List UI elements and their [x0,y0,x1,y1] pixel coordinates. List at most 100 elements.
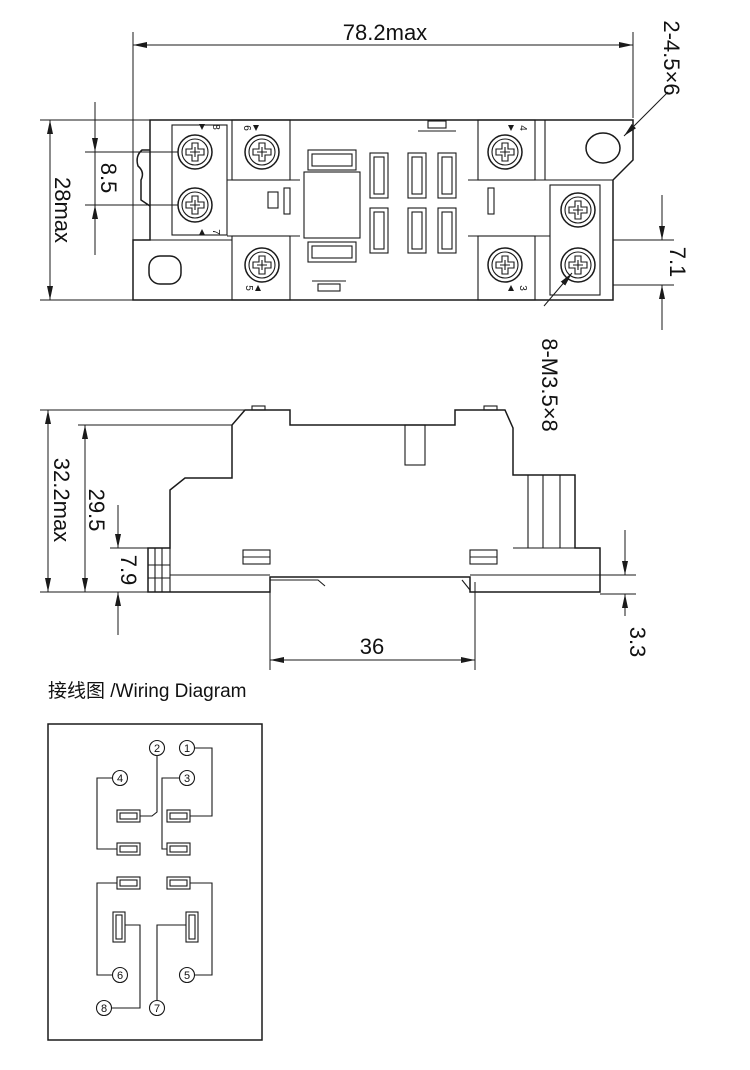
terminal-arrow-mark [199,229,205,235]
dimension-rail-offset: 3.3 [625,627,650,658]
extension-line [613,239,674,286]
housing-slot [267,191,279,209]
socket-outline-top-view [132,119,634,301]
coil-terminal-inner [188,914,196,940]
wire-pin-4 [96,777,117,850]
dimension-left-terminal-pitch: 8.5 [96,163,121,194]
pin-socket-slot-inner [373,156,385,195]
screw-terminal [487,247,523,283]
pin-socket-slot-inner [373,211,385,250]
wire-pin-6 [96,882,117,976]
pin-label-7: 7 [154,1003,160,1015]
contact-inner [169,879,188,887]
pin-socket-slot [437,207,457,254]
pin-socket-slot-inner [411,156,423,195]
terminal-block-8-7 [171,124,228,236]
pin-socket-slot [307,149,357,171]
side-clip-top-view [136,149,151,207]
pin-socket-slot [437,152,457,199]
pin-label-3: 3 [184,773,190,785]
contact-inner [169,812,188,820]
pin-socket-slot-inner [441,156,453,195]
screw-terminal [487,134,523,170]
dimension-overall-height: 32.2max [49,458,74,542]
leader-line-mounting-holes [623,91,669,137]
end-stop-ribs [148,548,170,592]
pin-socket-slot-inner [411,211,423,250]
extension-line [269,582,476,670]
extension-line [85,151,178,206]
wiring-diagram: 接线图 /Wiring Diagram 1 2 3 [47,680,263,1041]
pin-circle-4 [111,769,129,787]
pin-socket-slot [407,152,427,199]
screw-terminal [244,134,280,170]
terminal-arrow-mark [199,124,205,130]
screw-terminal [177,187,213,223]
pin-label-8: 8 [101,1003,107,1015]
screw-terminal [244,247,280,283]
wiring-diagram-title: 接线图 /Wiring Diagram [48,680,246,702]
pin-circle-7 [148,999,166,1017]
base-edge [169,548,600,592]
terminal-label-4: 4 [517,125,528,131]
key-socket [303,171,361,239]
dimension-mounting-holes: 2-4.5×6 [659,20,684,95]
pin-circle-6 [111,966,129,984]
pin-circle-1 [178,739,196,757]
pin-circle-2 [148,739,166,757]
dimension-base-height: 7.9 [116,555,141,586]
terminal-block-6 [231,119,291,181]
terminal-block-right [549,184,601,296]
contact-inner [119,879,138,887]
pin-circle-8 [95,999,113,1017]
retainer-slot [427,120,447,129]
terminal-arrow-mark [508,285,514,291]
terminal-label-7: 7 [210,229,221,235]
mounting-hole-right [585,132,621,164]
terminal-label-6: 6 [241,125,252,131]
pin-socket-slot-inner [311,153,353,167]
housing-slot [283,187,291,215]
wire-pin-5 [190,882,213,976]
pin-label-6: 6 [117,970,123,982]
terminal-cover-ribs [513,475,575,549]
top-view: 8 7 6 5 4 3 78.2max 28max 8.5 7.1 2-4.5×… [40,20,690,432]
housing-slot [487,187,495,215]
wire-pin-8 [112,924,141,1009]
terminal-label-3: 3 [517,285,528,291]
terminal-label-8: 8 [210,124,221,130]
terminal-label-5: 5 [243,285,254,291]
wire-pin-1 [190,747,213,817]
dimension-overall-width: 28max [50,177,75,243]
screw-terminal [560,247,596,283]
dimension-rail-width: 36 [360,634,384,659]
pin-circle-3 [178,769,196,787]
pin-socket-slot-inner [441,211,453,250]
pin-label-4: 4 [117,773,123,785]
screw-terminal [560,192,596,228]
housing-rib [227,179,550,237]
wire-pin-7 [156,924,186,1000]
socket-outline-side-view [147,409,601,593]
pin-label-1: 1 [184,743,190,755]
dimension-body-height: 29.5 [84,489,109,532]
contact-inner [119,812,138,820]
pin-socket-slot [407,207,427,254]
pin-socket-slot [369,207,389,254]
pin-label-2: 2 [154,743,160,755]
wiring-diagram-frame [47,723,263,1041]
contact-inner [119,845,138,853]
din-rail-hook [461,579,471,591]
leader-line-terminal-screws [543,272,573,307]
terminal-arrow-mark [508,125,514,131]
terminal-arrow-mark [253,125,259,131]
coil-terminal-inner [115,914,123,940]
screw-terminal [177,134,213,170]
pin-socket-slot [307,241,357,263]
pin-label-5: 5 [184,970,190,982]
coil-terminal [112,911,126,943]
wire-pin-2 [140,756,158,817]
extension-line [40,409,245,593]
screw-head-side [483,405,498,411]
contact-inner [169,845,188,853]
